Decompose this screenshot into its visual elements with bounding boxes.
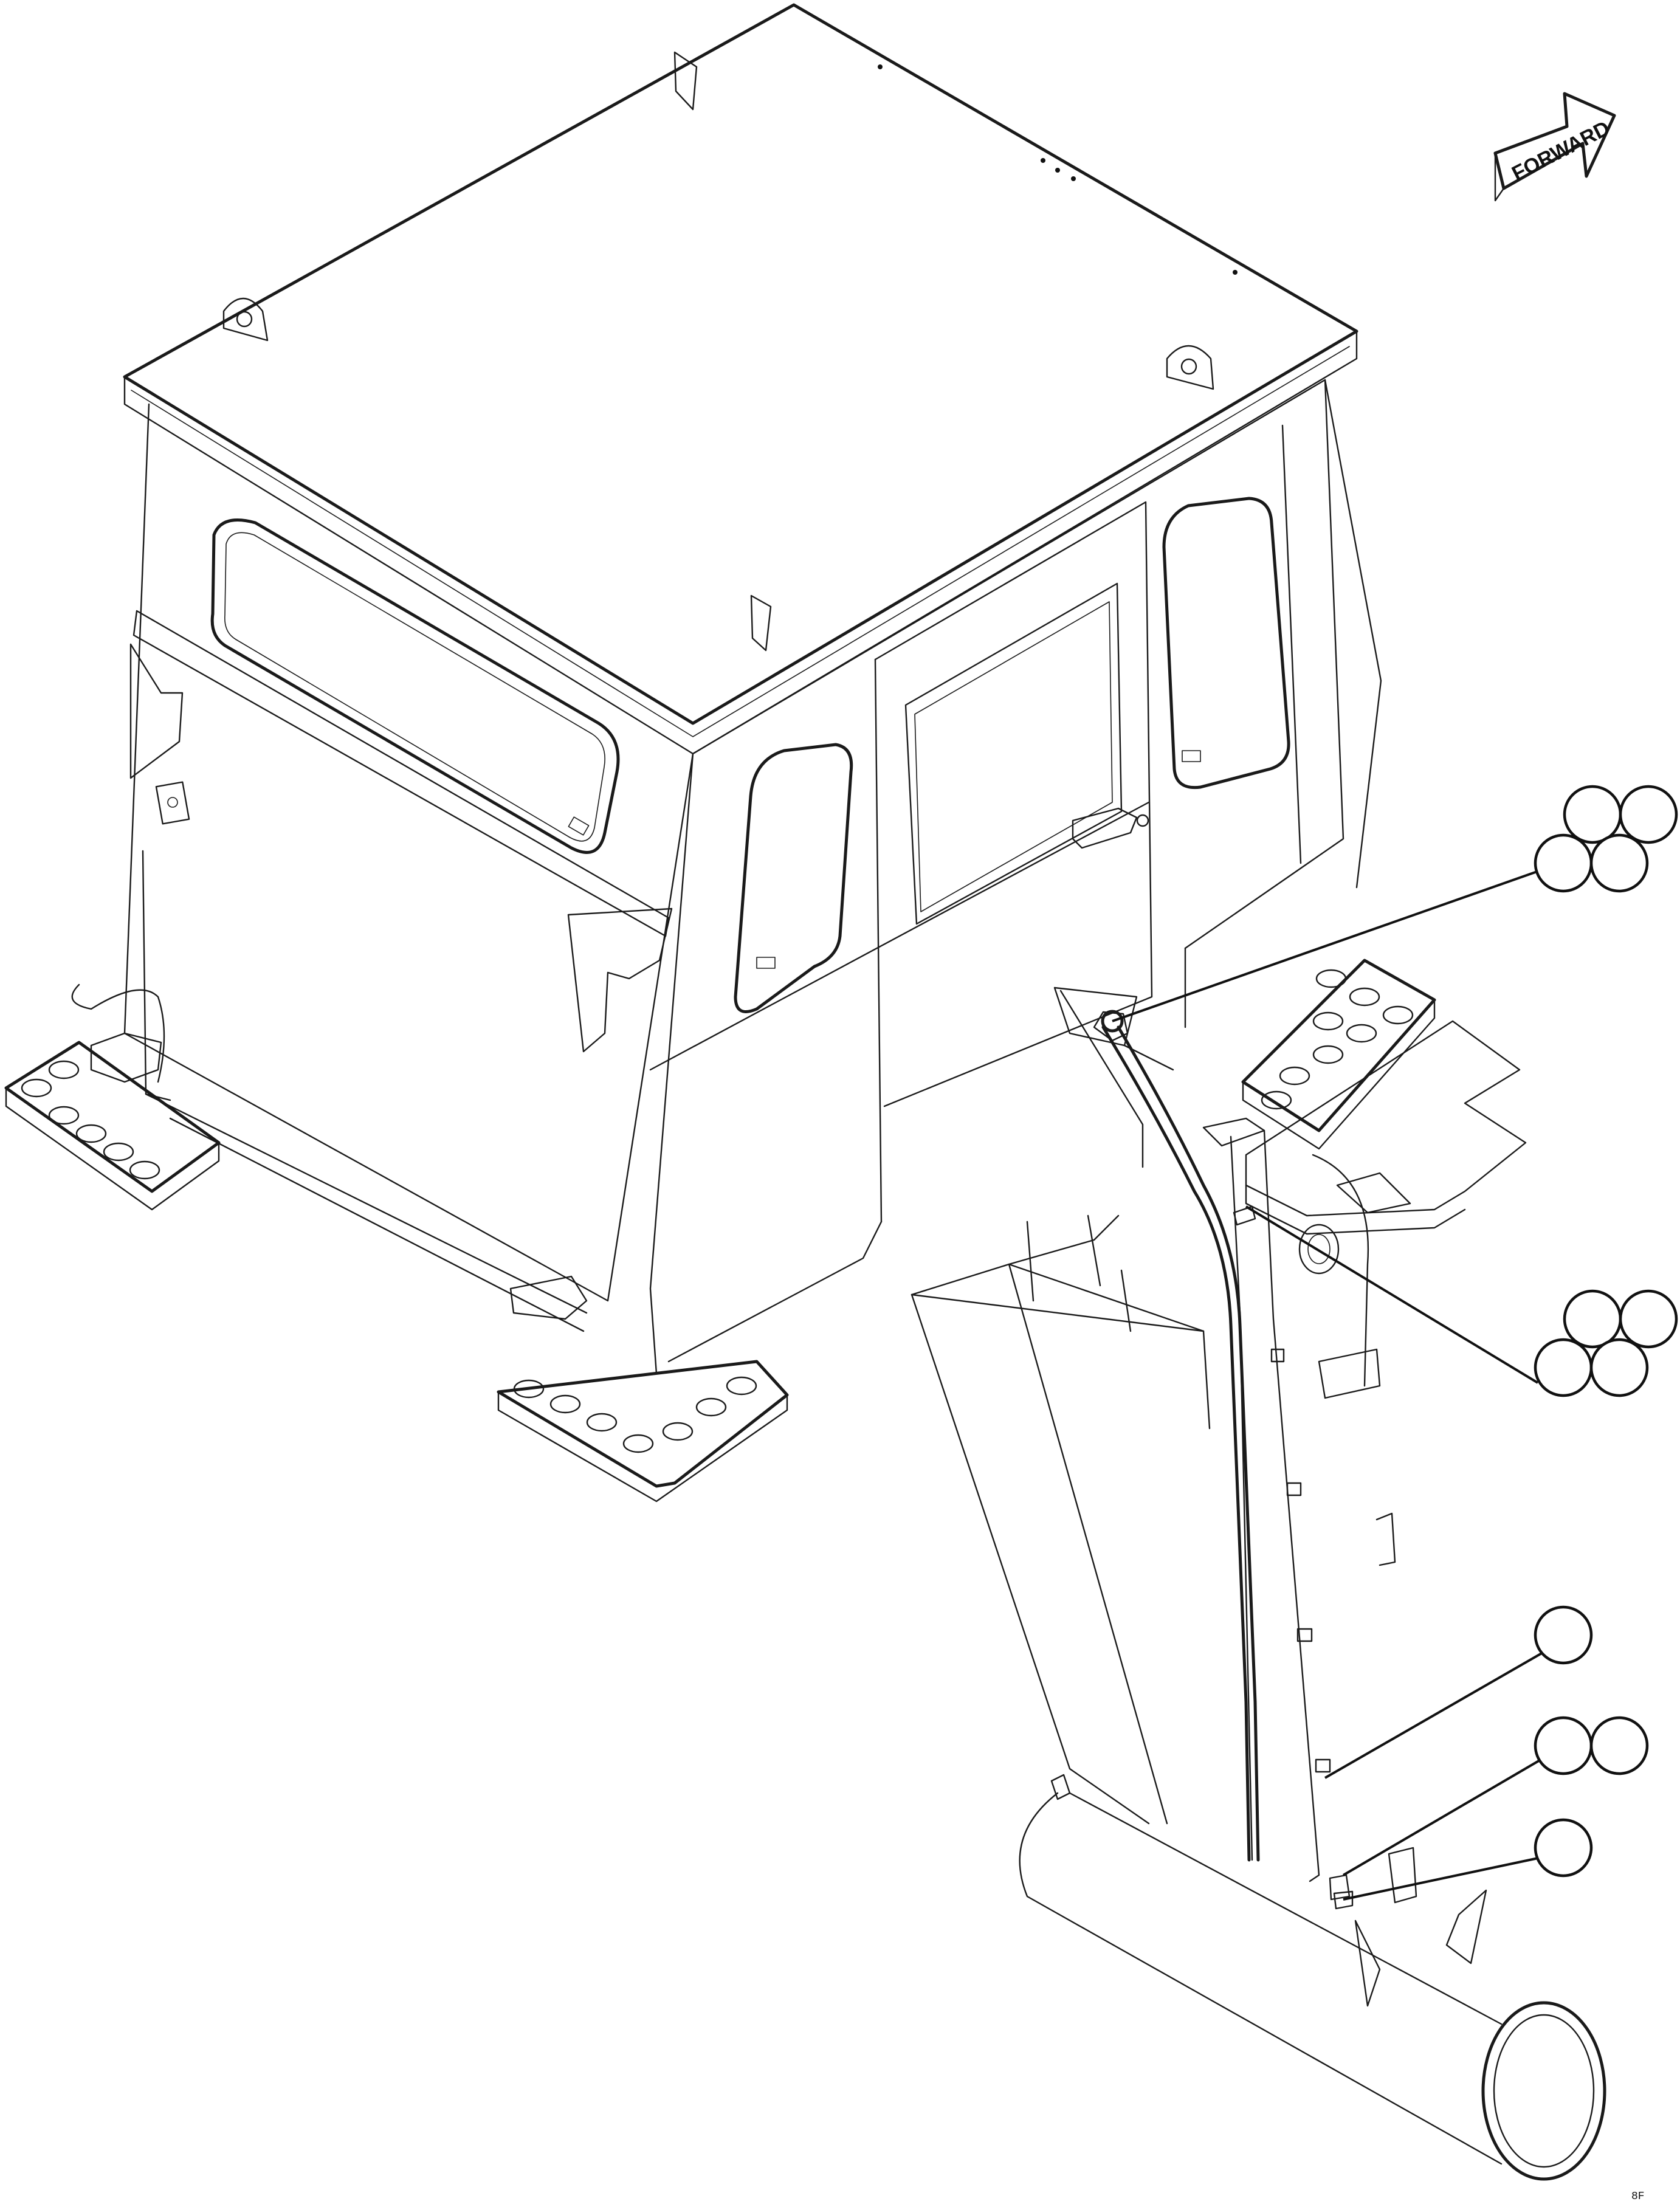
callout-balloon: [1534, 1716, 1593, 1775]
callout-balloon: [1563, 785, 1622, 844]
balloon-single-lower: [1534, 1605, 1593, 1665]
balloon-cluster-middle: [1534, 1289, 1678, 1397]
balloon-single-bottom: [1534, 1818, 1593, 1878]
forward-arrow: FORWARD: [1493, 92, 1616, 202]
callout-balloon: [1589, 1338, 1649, 1397]
callout-balloon: [1619, 1289, 1678, 1349]
balloon-pair-lower: [1534, 1716, 1649, 1775]
leader-lines: [1112, 868, 1547, 1901]
reference-mark: 8F: [1631, 2191, 1645, 2203]
mount-pad-right: [1241, 959, 1436, 1150]
mount-pad-center: [497, 1360, 789, 1503]
callout-balloon: [1534, 833, 1593, 893]
mast-structure: [911, 986, 1606, 2181]
cab-body: [123, 379, 1382, 1375]
hose-harness: [1093, 1010, 1354, 1910]
cab-left-brackets: [71, 610, 673, 1332]
mount-pad-left: [4, 1041, 221, 1211]
callout-balloon: [1534, 1818, 1593, 1878]
callout-balloon: [1589, 833, 1649, 893]
balloon-cluster-upper: [1534, 785, 1678, 893]
callout-balloon: [1534, 1338, 1593, 1397]
callout-balloon: [1619, 785, 1678, 844]
callout-balloon: [1563, 1289, 1622, 1349]
cab-roof: [123, 3, 1358, 755]
callout-balloon: [1534, 1605, 1593, 1665]
callout-balloon: [1589, 1716, 1649, 1775]
